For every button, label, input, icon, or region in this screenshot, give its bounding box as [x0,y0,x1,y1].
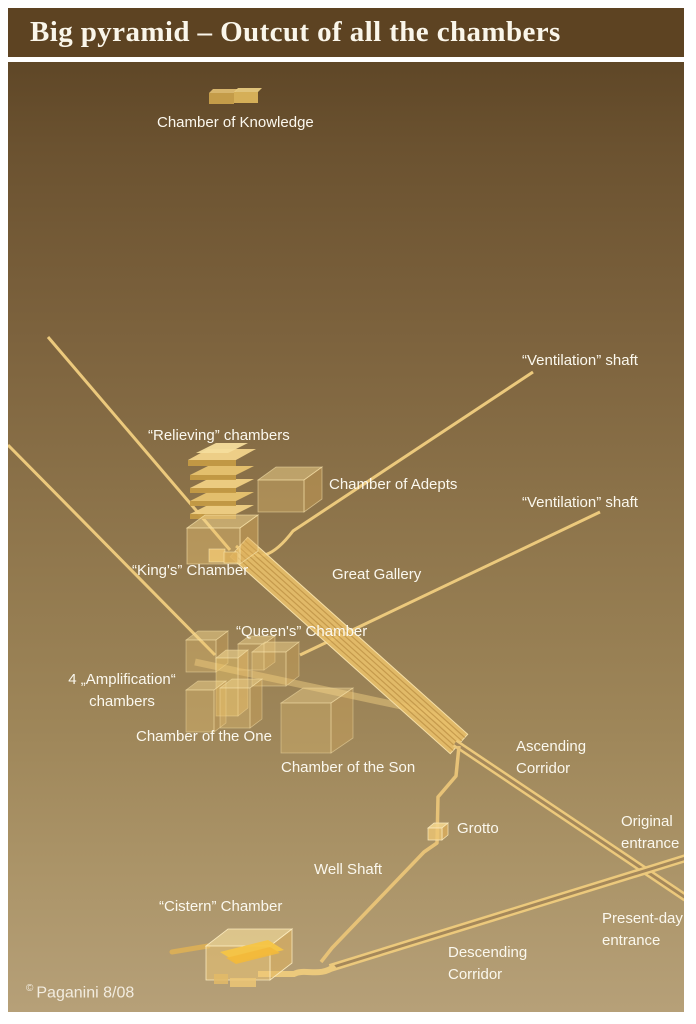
great-gallery-shape [229,536,469,755]
label-ventilation-shaft-lower: “Ventilation” shaft [522,494,638,511]
label-kings-chamber: “King's” Chamber [132,562,249,579]
copyright-text: Paganini 8/08 [36,984,135,1002]
relieving-chambers-stack [188,443,256,519]
copyright-symbol: © [26,983,34,994]
chamber-of-knowledge-box [209,88,262,104]
grotto-box [427,822,449,841]
cutaway-drawing [8,88,684,987]
chamber-of-the-son-box [279,687,355,754]
queens-north-ventilation-shaft [8,443,217,657]
label-cistern-chamber: “Cistern” Chamber [159,898,283,915]
label-chamber-of-the-son: Chamber of the Son [281,759,416,776]
well-shaft-line [319,745,461,964]
label-grotto: Grotto [457,820,499,837]
label-chamber-of-the-one: Chamber of the One [136,728,272,745]
copyright-note: ©Paganini 8/08 [26,983,134,1002]
label-relieving-chambers: “Relieving” chambers [148,427,290,444]
label-great-gallery: Great Gallery [332,566,422,583]
label-original-entrance: Original entrance [621,813,680,852]
label-present-day-entrance: Present-day entrance [602,910,683,949]
page-title: Big pyramid – Outcut of all the chambers [30,16,561,48]
kings-south-ventilation-shaft [235,370,534,558]
label-chamber-of-adepts: Chamber of Adepts [329,476,458,493]
chamber-of-adepts-box [256,466,324,513]
dead-end-passage [169,943,211,955]
label-well-shaft: Well Shaft [314,861,383,878]
label-chamber-of-knowledge: Chamber of Knowledge [157,114,314,131]
label-descending-corridor: Descending Corridor [448,944,528,983]
kings-chamber-box [185,514,260,565]
descending-corridor-line [258,854,684,977]
label-queens-chamber: “Queen's” Chamber [236,623,368,640]
title-bar: Big pyramid – Outcut of all the chambers [8,8,684,57]
label-ventilation-shaft-upper: “Ventilation” shaft [522,352,638,369]
label-ascending-corridor: Ascending Corridor [516,738,587,777]
cistern-chamber-box [204,928,294,987]
queen-and-amplification-cluster [184,630,301,733]
label-amplification-chambers: 4 „Amplification“ chambers [68,671,176,710]
cutaway-diagram [8,62,684,1012]
